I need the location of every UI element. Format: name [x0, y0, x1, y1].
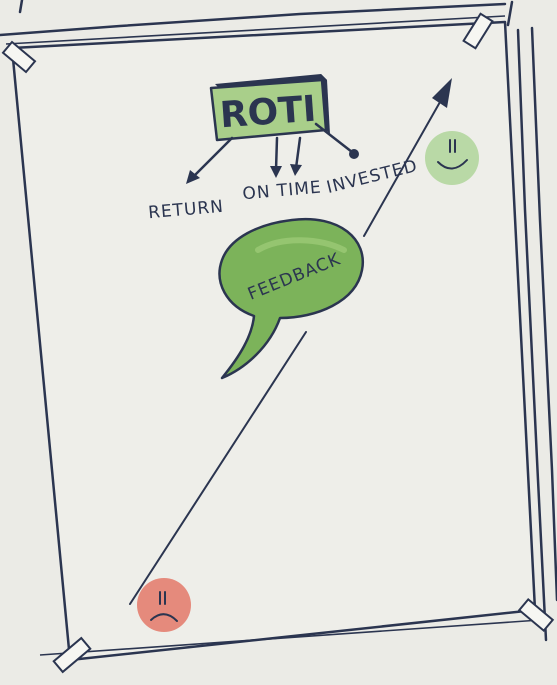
roti-title: ROTI	[219, 89, 318, 137]
happy-face	[425, 131, 479, 185]
roti-title-box: ROTI	[211, 74, 330, 140]
dot-invested	[349, 149, 359, 159]
tape-bottom-right	[519, 599, 553, 630]
sad-face	[137, 578, 191, 632]
